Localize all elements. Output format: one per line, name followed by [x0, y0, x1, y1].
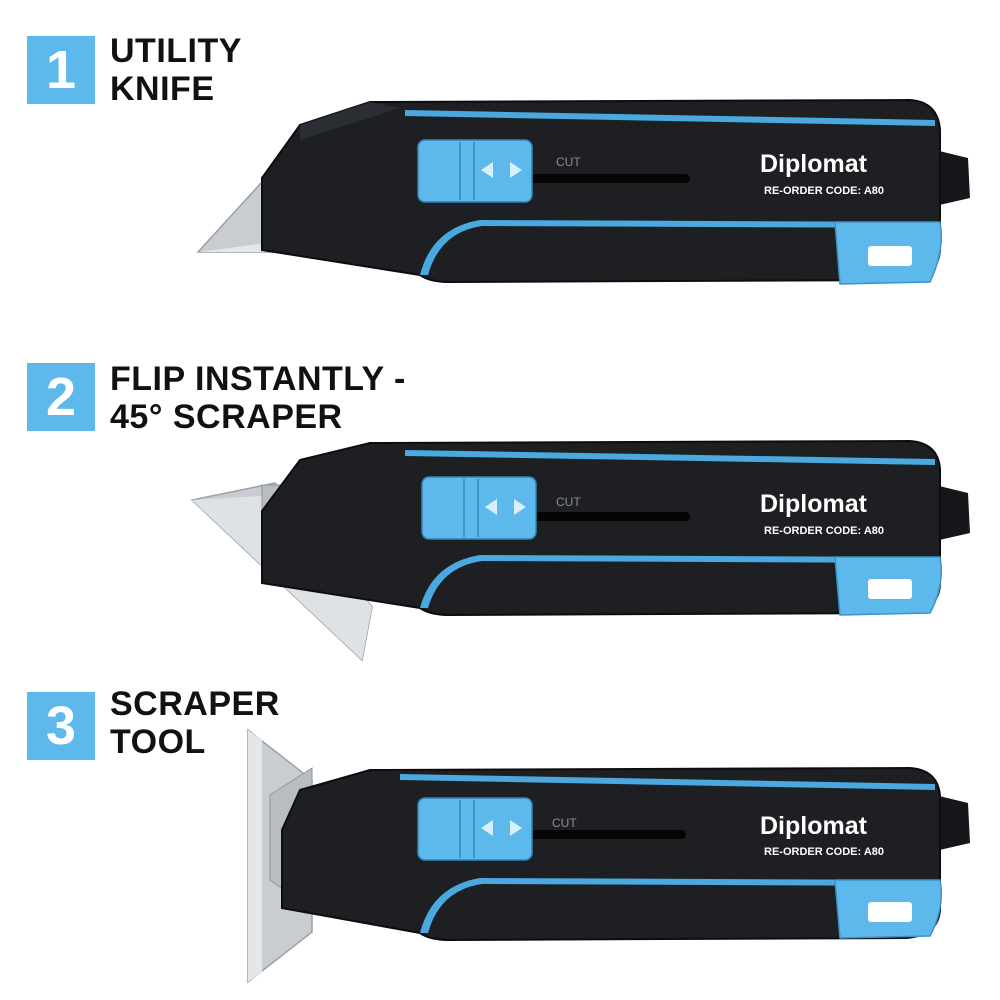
- step-number-badge: 1: [27, 36, 95, 104]
- reorder-code: RE-ORDER CODE: A80: [764, 525, 884, 537]
- caption-line-1: UTILITY: [110, 32, 242, 70]
- arrow-left-icon: [481, 162, 493, 178]
- step-number-badge: 2: [27, 363, 95, 431]
- step-caption: UTILITY KNIFE: [110, 32, 242, 108]
- scraper-45-knife-image: CUT Diplomat RE-ORDER CODE: A80: [190, 439, 970, 662]
- step-2: 2 FLIP INSTANTLY - 45° SCRAPER CUT Diplo…: [0, 335, 1000, 665]
- caption-line-1: FLIP INSTANTLY -: [110, 360, 406, 398]
- caption-line-1: SCRAPER: [110, 685, 280, 723]
- caption-line-2: TOOL: [110, 723, 206, 761]
- reorder-code: RE-ORDER CODE: A80: [764, 846, 884, 858]
- brand-name: Diplomat: [760, 150, 868, 178]
- arrow-right-icon: [510, 162, 522, 178]
- slot-label: CUT: [556, 155, 581, 169]
- slot-label: CUT: [556, 495, 581, 509]
- scraper-tool-knife-image: CUT Diplomat RE-ORDER CODE: A80: [247, 728, 970, 984]
- step-caption: SCRAPER TOOL: [110, 685, 280, 761]
- arrow-left-icon: [485, 499, 497, 515]
- caption-line-2: 45° SCRAPER: [110, 398, 343, 436]
- arrow-right-icon: [510, 820, 522, 836]
- step-caption: FLIP INSTANTLY - 45° SCRAPER: [110, 360, 406, 436]
- brand-name: Diplomat: [760, 490, 868, 518]
- brand-name: Diplomat: [760, 812, 868, 840]
- step-3: 3 SCRAPER TOOL CUT Diplomat RE-ORDER COD…: [0, 670, 1000, 1000]
- caption-line-2: KNIFE: [110, 70, 215, 108]
- step-number-badge: 3: [27, 692, 95, 760]
- utility-knife-image: CUT Diplomat RE-ORDER CODE: A80: [196, 98, 970, 285]
- reorder-code: RE-ORDER CODE: A80: [764, 185, 884, 197]
- slot-label: CUT: [552, 816, 577, 830]
- arrow-left-icon: [481, 820, 493, 836]
- step-1: 1 UTILITY KNIFE CUT Diplomat RE-ORDER CO…: [0, 0, 1000, 330]
- arrow-right-icon: [514, 499, 526, 515]
